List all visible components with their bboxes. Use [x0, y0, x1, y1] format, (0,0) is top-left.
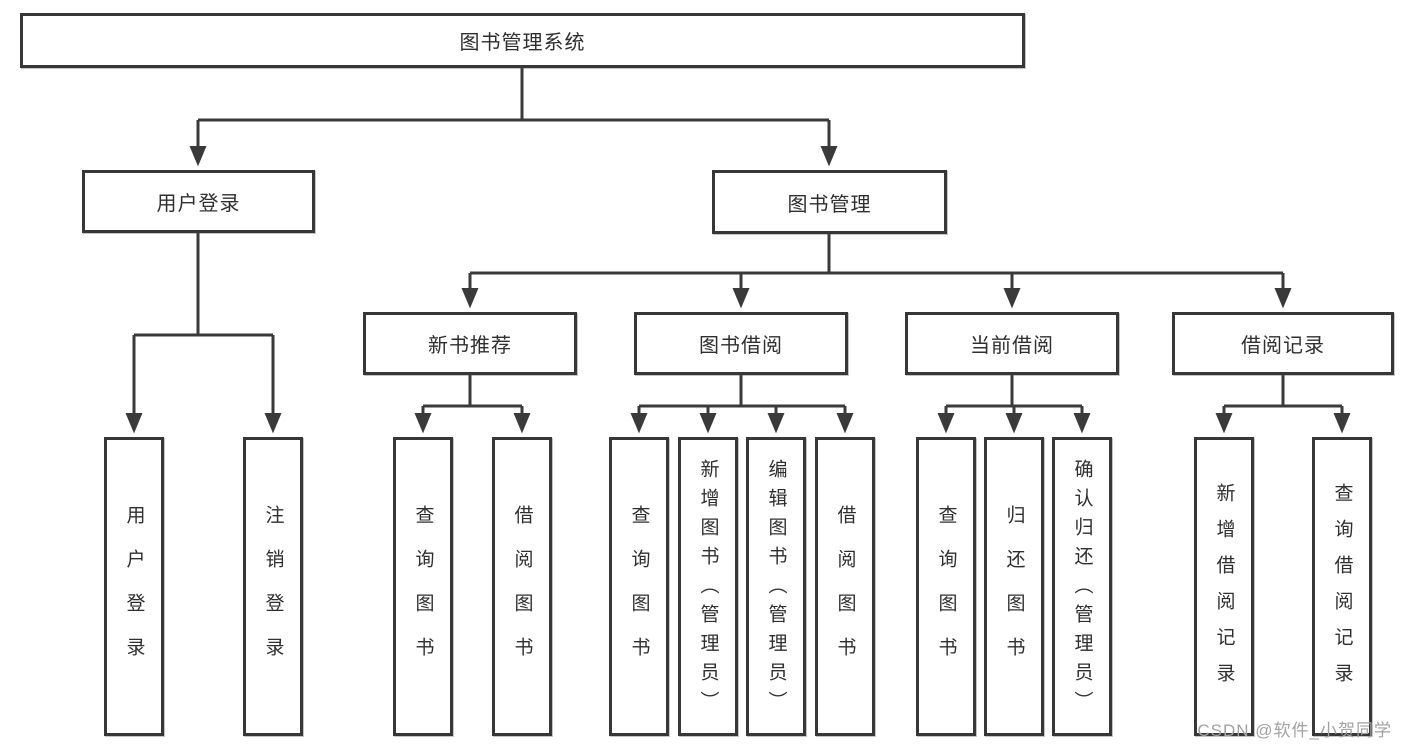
node-leaf-user-login: 用户登录	[104, 437, 164, 736]
node-leaf-query-borrow-record: 查询借阅记录	[1312, 437, 1372, 736]
node-leaf-query-books-2: 查询图书	[609, 437, 669, 736]
node-book-management: 图书管理	[712, 170, 947, 234]
node-current-borrow: 当前借阅	[905, 312, 1119, 375]
node-leaf-return-books: 归还图书	[984, 437, 1044, 736]
tree-arrows	[125, 120, 1351, 434]
node-leaf-add-books-admin: 新增图书（管理员）	[678, 437, 738, 736]
node-leaf-query-books-1: 查询图书	[393, 437, 453, 736]
node-leaf-confirm-return-admin: 确认归还（管理员）	[1052, 437, 1112, 736]
node-borrow-records: 借阅记录	[1172, 312, 1394, 375]
node-book-borrow: 图书借阅	[634, 312, 848, 375]
node-user-login: 用户登录	[82, 170, 315, 233]
watermark: CSDN @软件_小贺同学	[1197, 721, 1392, 740]
node-leaf-edit-books-admin: 编辑图书（管理员）	[746, 437, 806, 736]
node-leaf-logout: 注销登录	[243, 437, 303, 736]
node-leaf-query-books-3: 查询图书	[916, 437, 976, 736]
node-leaf-borrow-books-2: 借阅图书	[815, 437, 875, 736]
node-new-book-recommend: 新书推荐	[363, 312, 577, 375]
node-root: 图书管理系统	[20, 13, 1025, 68]
node-leaf-add-borrow-record: 新增借阅记录	[1194, 437, 1254, 736]
node-leaf-borrow-books-1: 借阅图书	[492, 437, 552, 736]
